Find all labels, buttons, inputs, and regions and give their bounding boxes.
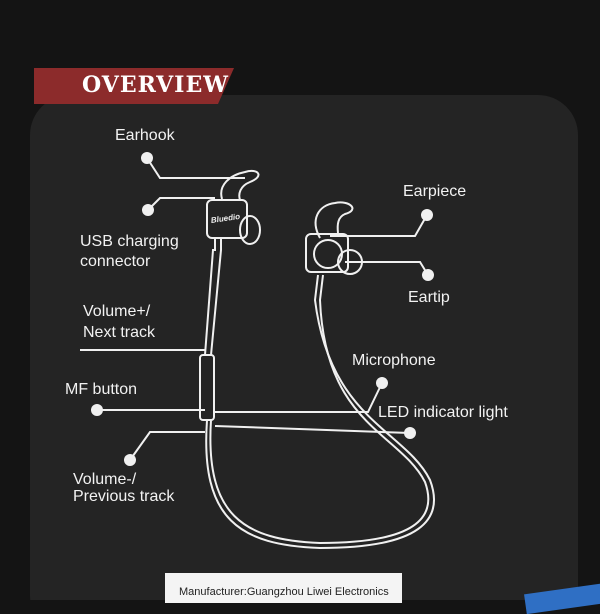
overview-title: OVERVIEW	[82, 72, 229, 98]
eartip-drawing	[337, 249, 363, 275]
diagram-canvas: Bluedio	[30, 95, 578, 600]
earbud-logo: Bluedio	[210, 212, 240, 225]
label-earpiece: Earpiece	[403, 183, 467, 200]
manufacturer-text: Manufacturer:Guangzhou Liwei Electronics	[179, 586, 389, 598]
label-usb-line2: connector	[80, 253, 151, 270]
panel	[30, 95, 578, 600]
left-earhook	[220, 170, 260, 201]
label-mf-button: MF button	[65, 381, 138, 398]
label-volume-up-line1: Volume+/	[83, 303, 151, 320]
right-earhook	[314, 201, 354, 239]
leader-dots	[91, 152, 434, 466]
label-led: LED indicator light	[378, 404, 508, 421]
label-volume-up-line2: Next track	[83, 324, 156, 341]
label-usb-line1: USB charging	[80, 233, 179, 250]
left-earbud-housing	[206, 199, 248, 239]
manufacturer-sticker: Manufacturer:Guangzhou Liwei Electronics	[165, 573, 402, 603]
earphone-drawing	[199, 170, 435, 550]
label-volume-down-line1: Volume-/	[73, 471, 137, 488]
leader-lines	[80, 157, 429, 461]
overview-banner: OVERVIEW	[34, 68, 234, 104]
cable	[205, 274, 435, 550]
right-earbud-housing	[305, 233, 349, 273]
label-microphone: Microphone	[352, 352, 436, 369]
label-earhook: Earhook	[115, 127, 175, 144]
label-eartip: Eartip	[408, 289, 450, 306]
label-volume-down-line2: Previous track	[73, 488, 175, 505]
